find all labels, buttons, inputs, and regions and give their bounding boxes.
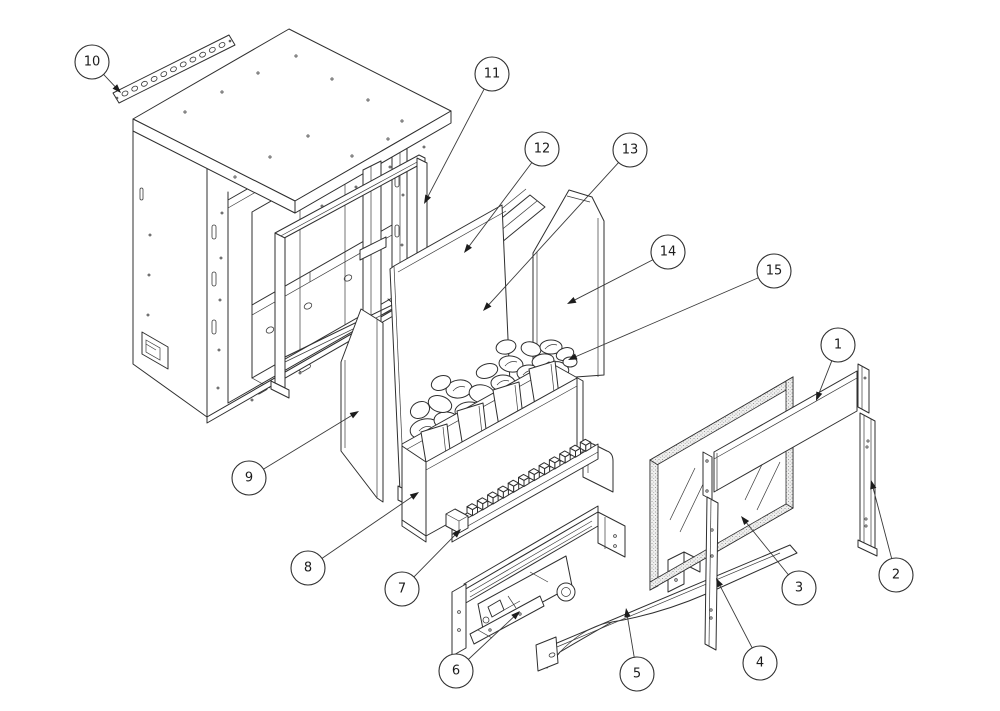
leader-line bbox=[871, 484, 893, 559]
leader-arrowhead bbox=[409, 492, 419, 500]
callout-1: 1 bbox=[816, 327, 856, 401]
callout-14: 14 bbox=[567, 234, 686, 304]
callout-number: 6 bbox=[452, 664, 460, 679]
callout-number: 13 bbox=[622, 143, 639, 158]
callout-balloon bbox=[290, 550, 326, 586]
part-glass-bracket bbox=[702, 451, 713, 501]
leader-line bbox=[817, 360, 833, 397]
leader-arrowhead bbox=[464, 243, 472, 253]
callout-2: 2 bbox=[870, 480, 914, 593]
callout-number: 7 bbox=[398, 582, 406, 597]
callout-6: 6 bbox=[438, 611, 520, 689]
callout-7: 7 bbox=[384, 529, 461, 607]
callout-9: 9 bbox=[231, 411, 359, 496]
callout-balloon bbox=[781, 570, 817, 606]
callout-number: 11 bbox=[484, 67, 501, 82]
leader-arrowhead bbox=[112, 84, 121, 93]
leader-line bbox=[743, 519, 789, 576]
part-ember-strip bbox=[445, 438, 599, 543]
leader-arrowhead bbox=[511, 611, 520, 620]
callout-balloon bbox=[650, 234, 686, 270]
callout-number: 10 bbox=[84, 55, 101, 70]
callout-balloon bbox=[384, 571, 420, 607]
callout-number: 3 bbox=[795, 581, 803, 596]
leader-line bbox=[626, 612, 635, 658]
leader-arrowhead bbox=[870, 480, 877, 490]
callout-number: 8 bbox=[304, 561, 312, 576]
callout-number: 2 bbox=[892, 568, 900, 583]
leader-line bbox=[466, 162, 533, 250]
leader-arrowhead bbox=[483, 302, 492, 311]
callout-number: 5 bbox=[633, 667, 641, 682]
leader-arrowhead bbox=[816, 391, 823, 401]
callout-10: 10 bbox=[74, 44, 121, 93]
part-inner-rail bbox=[704, 496, 719, 651]
callout-3: 3 bbox=[741, 516, 817, 606]
leader-arrowhead bbox=[568, 353, 578, 360]
callout-13: 13 bbox=[483, 132, 648, 311]
callout-number: 9 bbox=[245, 471, 253, 486]
cabinet-topface-holes bbox=[183, 54, 404, 179]
part-left-panel bbox=[340, 308, 384, 503]
part-valve-assembly bbox=[451, 505, 626, 657]
leader-line bbox=[425, 88, 485, 200]
callout-5: 5 bbox=[619, 608, 655, 692]
callout-11: 11 bbox=[424, 56, 510, 204]
callout-number: 12 bbox=[534, 142, 551, 157]
leader-line bbox=[717, 582, 753, 649]
part-glass-panel bbox=[649, 376, 794, 591]
leader-arrowhead bbox=[424, 194, 432, 204]
ember-strip-blocks bbox=[466, 438, 592, 517]
part-perforated-strip bbox=[112, 34, 236, 104]
leader-arrowhead bbox=[349, 411, 359, 419]
leader-arrowhead bbox=[716, 578, 723, 588]
part-right-rail bbox=[857, 412, 878, 557]
leader-arrowhead bbox=[741, 516, 750, 526]
strip-holes bbox=[121, 42, 226, 97]
callout-balloon bbox=[524, 131, 560, 167]
callout-balloon bbox=[74, 44, 110, 80]
callout-balloon bbox=[619, 656, 655, 692]
leader-line bbox=[321, 494, 416, 559]
callout-balloon bbox=[474, 56, 510, 92]
callout-balloon bbox=[742, 645, 778, 681]
callout-number: 4 bbox=[756, 656, 764, 671]
leader-arrowhead bbox=[452, 529, 461, 538]
part-burner-tray bbox=[401, 360, 614, 543]
leader-arrowhead bbox=[567, 297, 577, 304]
callout-balloon bbox=[878, 557, 914, 593]
callout-4: 4 bbox=[716, 578, 778, 681]
callout-number: 15 bbox=[766, 264, 783, 279]
callout-balloon bbox=[612, 132, 648, 168]
leader-line bbox=[486, 162, 619, 308]
callout-number: 14 bbox=[660, 245, 677, 260]
callout-15: 15 bbox=[568, 253, 792, 360]
part-cabinet bbox=[132, 28, 452, 424]
leader-line bbox=[571, 259, 654, 303]
callout-balloon bbox=[231, 460, 267, 496]
leader-arrowhead bbox=[624, 608, 631, 618]
callout-8: 8 bbox=[290, 492, 419, 586]
leader-line bbox=[413, 532, 458, 578]
callout-balloon bbox=[438, 653, 474, 689]
callout-balloon bbox=[756, 253, 792, 289]
callout-number: 1 bbox=[834, 338, 842, 353]
callout-balloon bbox=[820, 327, 856, 363]
part-top-trim bbox=[713, 363, 870, 493]
leader-line bbox=[468, 614, 517, 660]
leader-line bbox=[572, 277, 759, 359]
callout-12: 12 bbox=[464, 131, 560, 253]
cabinet-frontband-holes bbox=[320, 145, 426, 208]
leader-line bbox=[263, 413, 355, 470]
